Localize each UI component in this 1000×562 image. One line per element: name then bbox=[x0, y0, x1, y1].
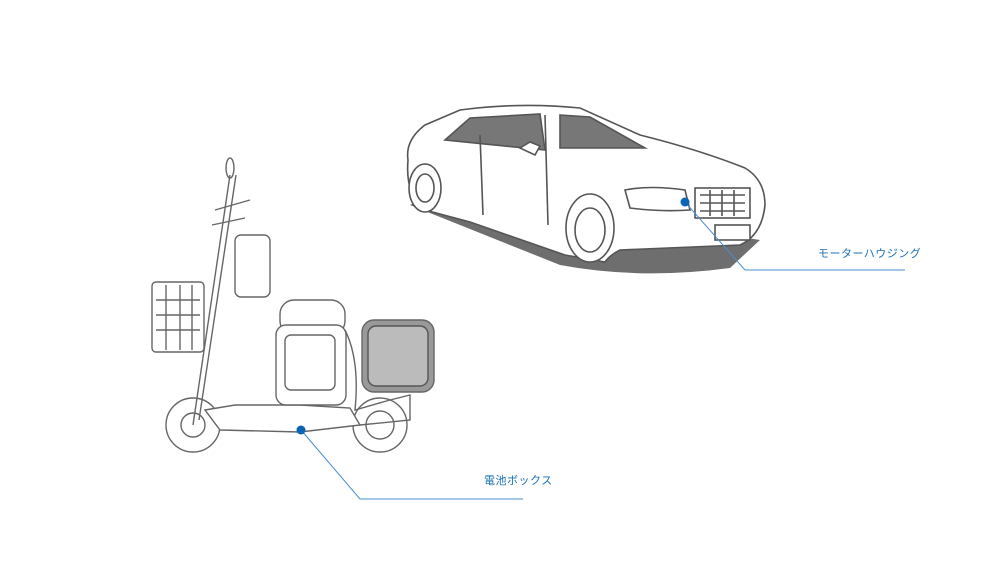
car-illustration bbox=[406, 104, 766, 274]
car-callout-line bbox=[684, 201, 905, 271]
motor-housing-label: モーターハウジング bbox=[818, 247, 922, 260]
battery-box-label: 電池ボックス bbox=[484, 474, 553, 487]
scooter-illustration bbox=[151, 157, 435, 453]
scooter-callout-dot[interactable] bbox=[296, 425, 306, 435]
car-callout-dot[interactable] bbox=[680, 197, 690, 207]
scooter-callout-line bbox=[300, 429, 523, 500]
